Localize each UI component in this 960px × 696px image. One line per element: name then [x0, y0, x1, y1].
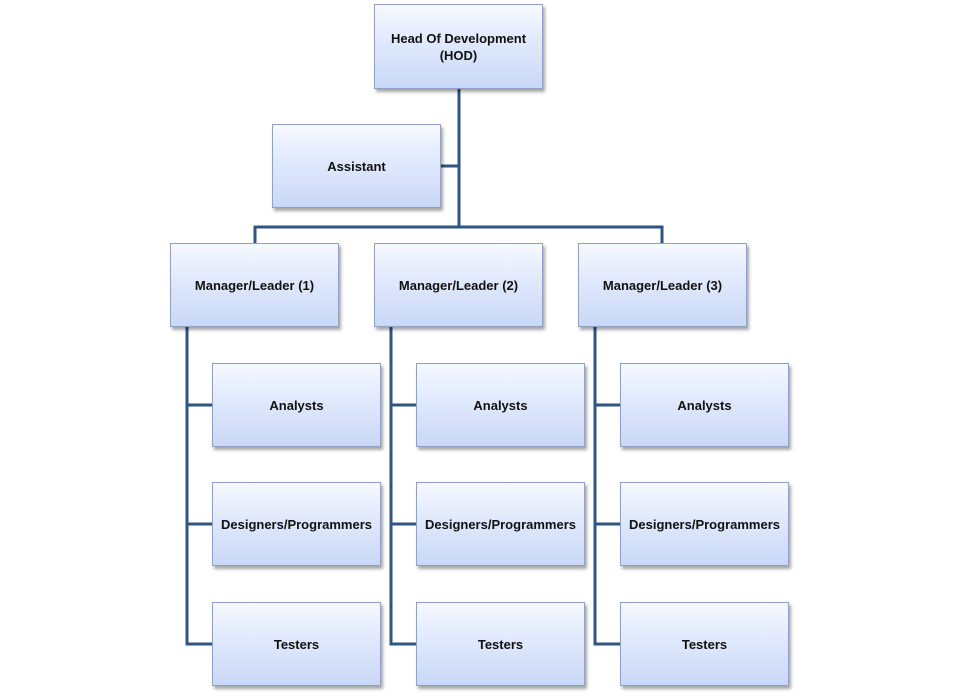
- manager-label-1: Manager/Leader (1): [194, 277, 315, 293]
- hod-box: Head Of Development (HOD): [374, 4, 543, 89]
- manager-box-2: Manager/Leader (2): [374, 243, 543, 327]
- team-1-testers-box: Testers: [212, 602, 381, 686]
- team-3-designers-box: Designers/Programmers: [620, 482, 789, 566]
- team-2-analysts-box: Analysts: [416, 363, 585, 447]
- manager-box-1: Manager/Leader (1): [170, 243, 339, 327]
- team-2-designers-label: Designers/Programmers: [424, 516, 576, 532]
- team-1-analysts-box: Analysts: [212, 363, 381, 447]
- team-1-testers-label: Testers: [273, 636, 320, 652]
- team-2-testers-box: Testers: [416, 602, 585, 686]
- team-1-designers-label: Designers/Programmers: [220, 516, 372, 532]
- team-3-testers-label: Testers: [681, 636, 728, 652]
- assistant-label: Assistant: [327, 158, 386, 174]
- team-2-analysts-label: Analysts: [473, 397, 528, 413]
- team-1-analysts-label: Analysts: [269, 397, 324, 413]
- manager-label-2: Manager/Leader (2): [398, 277, 519, 293]
- manager-box-3: Manager/Leader (3): [578, 243, 747, 327]
- manager-label-3: Manager/Leader (3): [602, 277, 723, 293]
- team-2-designers-box: Designers/Programmers: [416, 482, 585, 566]
- team-2-testers-label: Testers: [477, 636, 524, 652]
- team-3-analysts-label: Analysts: [677, 397, 732, 413]
- team-3-testers-box: Testers: [620, 602, 789, 686]
- team-3-designers-label: Designers/Programmers: [628, 516, 780, 532]
- hod-label: Head Of Development (HOD): [390, 30, 527, 63]
- assistant-box: Assistant: [272, 124, 441, 208]
- team-1-designers-box: Designers/Programmers: [212, 482, 381, 566]
- team-3-analysts-box: Analysts: [620, 363, 789, 447]
